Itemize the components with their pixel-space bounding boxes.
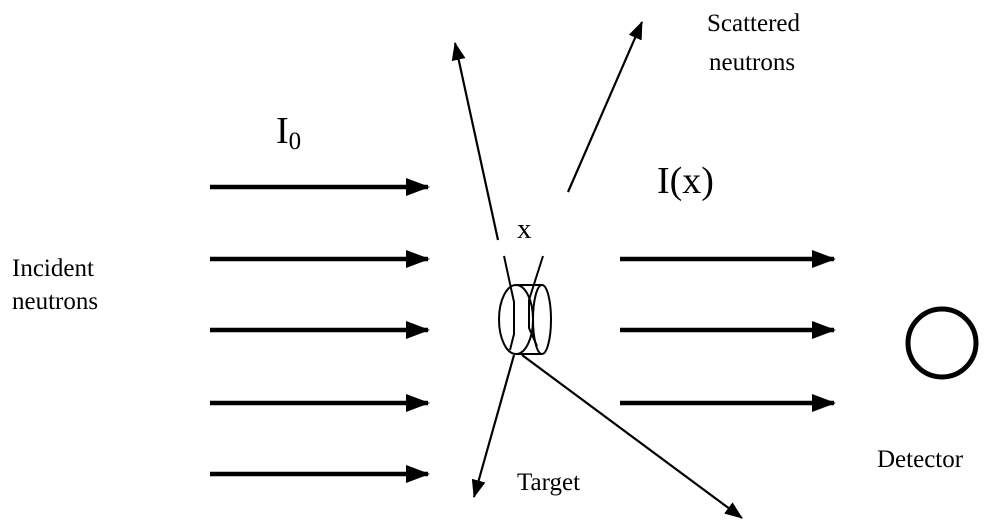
thickness-marker (503, 255, 515, 351)
target-back-face-hidden (532, 284, 543, 355)
incident-beam (210, 178, 430, 483)
detector-label: Detector (877, 446, 964, 473)
transmitted-intensity-label: I(x) (657, 160, 714, 202)
transmitted-beam (620, 250, 836, 412)
incident-neutrons-label-line2: neutrons (12, 288, 98, 315)
scattered-neutrons-label-line1: Scattered (707, 10, 801, 37)
target-front-face (498, 284, 534, 355)
target-cylinder (498, 255, 552, 355)
incident-neutrons-label-line1: Incident (12, 255, 94, 282)
thickness-marker (528, 255, 544, 347)
scattered-rays (451, 21, 743, 519)
target-back-face (541, 284, 552, 355)
scattered-ray-up-left (451, 42, 500, 241)
scattered-neutrons-label-line2: neutrons (709, 49, 795, 76)
detector-icon (905, 306, 979, 380)
initial-intensity-label: I0 (276, 110, 301, 155)
target-label: Target (517, 469, 580, 496)
scattered-ray-down-right (521, 354, 743, 519)
scattered-ray-down-left (471, 354, 516, 498)
scattered-ray-up-right (566, 21, 644, 193)
thickness-label: x (517, 213, 532, 245)
